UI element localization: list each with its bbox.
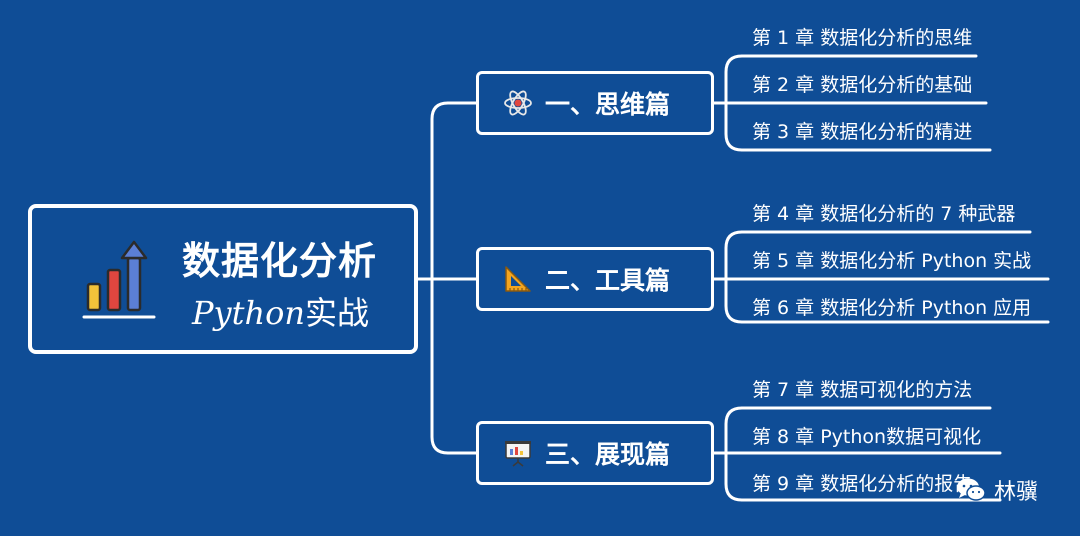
chapter-3: 第 3 章 数据化分析的精进 (752, 121, 973, 143)
set-square-icon (505, 266, 531, 292)
watermark-text: 林骥 (994, 480, 1039, 505)
chapter-6: 第 6 章 数据化分析 Python 应用 (752, 297, 1032, 319)
watermark: 林骥 (956, 472, 1038, 508)
root-subtitle: Python实战 (192, 288, 369, 334)
chapter-5: 第 5 章 数据化分析 Python 实战 (752, 250, 1032, 272)
chapter-1: 第 1 章 数据化分析的思维 (752, 27, 973, 49)
section-label: 一、思维篇 (545, 90, 671, 119)
section-label: 二、工具篇 (545, 266, 671, 295)
section-tools: 二、工具篇 (476, 247, 714, 311)
section-label: 三、展现篇 (545, 440, 671, 469)
root-subtitle-cn: 实战 (304, 294, 369, 332)
chapter-2: 第 2 章 数据化分析的基础 (752, 74, 973, 96)
section-presentation: 三、展现篇 (476, 421, 714, 485)
chapter-4: 第 4 章 数据化分析的 7 种武器 (752, 203, 1016, 225)
presentation-board-icon (505, 441, 531, 467)
chapter-8: 第 8 章 Python数据可视化 (752, 426, 982, 448)
atom-icon (504, 90, 532, 116)
chapter-7: 第 7 章 数据可视化的方法 (752, 379, 973, 401)
section-thinking: 一、思维篇 (476, 71, 714, 135)
rising-bar-chart-icon (82, 240, 156, 319)
wechat-icon (957, 478, 986, 501)
root-node: 数据化分析 Python实战 (28, 204, 418, 354)
chapter-9: 第 9 章 数据化分析的报告 (752, 473, 973, 495)
root-title: 数据化分析 (182, 239, 378, 283)
root-subtitle-python: Python (192, 294, 305, 332)
